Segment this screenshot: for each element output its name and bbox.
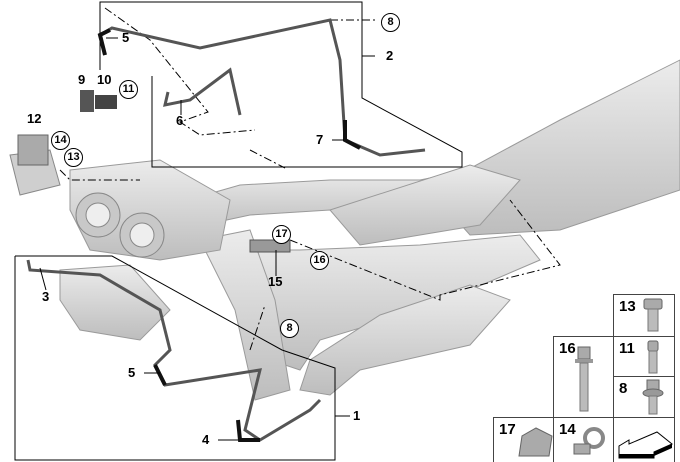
legend-cell-17: 17 <box>493 417 555 462</box>
legend-cell-13: 13 <box>613 294 675 338</box>
callout-12: 12 <box>27 111 42 126</box>
callout-8-bottom: 8 <box>280 319 299 338</box>
legend-number: 17 <box>499 421 516 438</box>
bracket-12 <box>17 134 49 166</box>
callout-16: 16 <box>310 251 329 270</box>
legend-cell-16: 16 <box>553 336 615 419</box>
callout-4: 4 <box>202 432 210 447</box>
center-muffler <box>299 284 511 396</box>
callout-11: 11 <box>119 80 138 99</box>
callout-17: 17 <box>272 225 291 244</box>
clip-icon <box>518 427 553 457</box>
legend-number: 13 <box>619 298 636 315</box>
hex-bolt-icon <box>643 298 663 332</box>
callout-10: 10 <box>97 72 112 87</box>
callout-14: 14 <box>51 131 70 150</box>
catalytic-converter-right <box>329 164 521 246</box>
legend-number: 11 <box>619 340 635 357</box>
long-torx-bolt-icon <box>575 346 593 412</box>
socket-screw-icon <box>647 340 659 374</box>
cable-clamp-icon <box>573 427 605 455</box>
legend-cell-14: 14 <box>553 417 615 462</box>
legend-number: 14 <box>559 421 576 438</box>
legend-cell-arrow <box>613 417 675 462</box>
legend-cell-8: 8 <box>613 376 675 419</box>
callout-5-bottom: 5 <box>128 365 136 380</box>
callout-9: 9 <box>78 72 86 87</box>
callout-5-top: 5 <box>122 30 130 45</box>
callout-13: 13 <box>64 148 83 167</box>
callout-3: 3 <box>42 289 50 304</box>
callout-1: 1 <box>353 408 361 423</box>
orientation-arrow-icon <box>618 431 673 459</box>
front-pipe <box>199 229 291 401</box>
callout-7: 7 <box>316 132 324 147</box>
sensor-10 <box>95 95 117 109</box>
bottom-inset-frame <box>14 255 336 461</box>
legend-number: 8 <box>619 380 628 397</box>
lower-manifold <box>59 264 171 341</box>
legend-number: 16 <box>559 340 576 357</box>
legend-cell-11: 11 <box>613 336 675 378</box>
sensor-9 <box>80 90 94 112</box>
top-inset-frame <box>99 1 463 168</box>
callout-15: 15 <box>268 274 283 289</box>
collar-torx-bolt-icon <box>642 379 664 415</box>
callout-2: 2 <box>386 48 394 63</box>
callout-6: 6 <box>176 113 184 128</box>
callout-8-top: 8 <box>381 13 400 32</box>
